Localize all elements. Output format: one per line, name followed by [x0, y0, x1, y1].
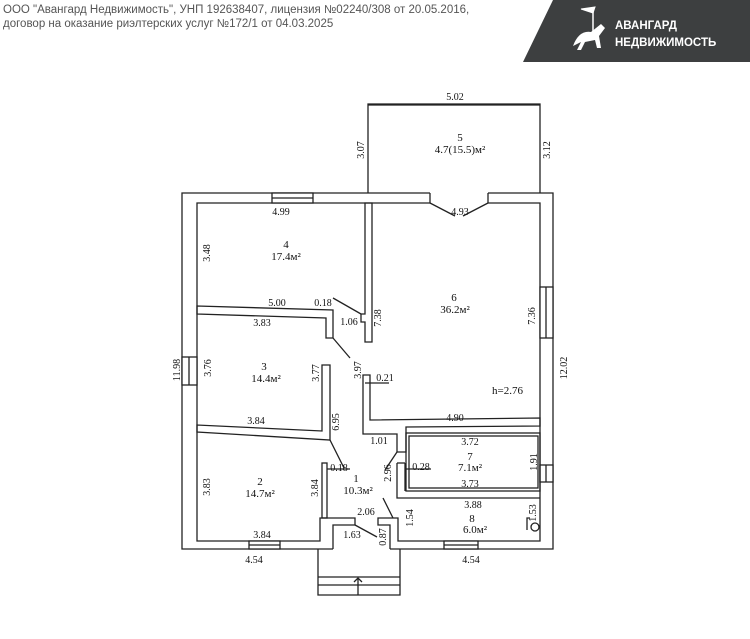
- dim-r3-top: 3.83: [253, 318, 271, 329]
- dim-terrace-top: 5.02: [446, 92, 464, 103]
- dim-r4-bottom: 5.00: [268, 298, 286, 309]
- room-5-area: 4.7(15.5)м²: [435, 144, 486, 156]
- dim-0-87: 0.87: [378, 528, 389, 546]
- room-4-area: 17.4м²: [271, 251, 301, 263]
- dim-0-18-a: 0.18: [314, 298, 332, 309]
- dim-bottom-left: 4.54: [245, 555, 263, 566]
- room-3-number: 3: [261, 361, 267, 373]
- dim-0-21: 0.21: [376, 373, 394, 384]
- knight-horse-icon: [573, 6, 605, 50]
- dim-overall-left: 11.98: [172, 359, 183, 381]
- dim-7-38: 7.38: [373, 309, 384, 327]
- room-3-area: 14.4м²: [251, 373, 281, 385]
- dim-0-18-b: 0.18: [330, 463, 348, 474]
- dim-r7-bottom: 3.73: [461, 479, 479, 490]
- dim-r7-right: 1.91: [529, 453, 540, 471]
- agency-license-line: ООО "Авангард Недвижимость", УНП 1926384…: [3, 4, 470, 16]
- agency-contract-line: договор на оказание риэлтерских услуг №1…: [3, 18, 334, 30]
- logo-line2: НЕДВИЖИМОСТЬ: [615, 37, 716, 49]
- dim-r6-right: 7.36: [527, 307, 538, 325]
- dim-1-06: 1.06: [340, 317, 358, 328]
- terrace-outline: [367, 103, 541, 193]
- dim-r2-right: 3.84: [310, 479, 321, 497]
- dim-terrace-right: 3.12: [542, 141, 553, 159]
- dim-bottom-right: 4.54: [462, 555, 480, 566]
- dimension-labels: 5.02 3.07 3.12 4.99 3.48 4.93 5.00 0.18 …: [172, 92, 570, 566]
- room-7-area: 7.1м²: [458, 462, 483, 474]
- dim-2-06: 2.06: [357, 507, 375, 518]
- dim-1-63: 1.63: [343, 530, 361, 541]
- dim-1-01: 1.01: [370, 436, 388, 447]
- dim-3-97: 3.97: [353, 361, 364, 379]
- dim-terrace-left: 3.07: [356, 141, 367, 159]
- dim-r4-left: 3.48: [202, 244, 213, 262]
- dim-r7-top: 3.72: [461, 437, 479, 448]
- dim-r3-bottom: 3.84: [247, 416, 265, 427]
- ceiling-height: h=2.76: [492, 385, 523, 397]
- walls: [181, 103, 554, 596]
- dim-r8-top: 3.88: [464, 500, 482, 511]
- dim-bay: 4.93: [451, 207, 469, 218]
- agency-logo: АВАНГАРД НЕДВИЖИМОСТЬ: [523, 0, 750, 62]
- dim-overall-right: 12.02: [559, 357, 570, 380]
- room-7-number: 7: [467, 451, 473, 463]
- room-1-area: 10.3м²: [343, 485, 373, 497]
- room-8-area: 6.0м²: [463, 524, 488, 536]
- dim-r3-right: 3.77: [311, 364, 322, 382]
- toilet-icon: [530, 522, 540, 532]
- room-6-area: 36.2м²: [440, 304, 470, 316]
- dim-r8-right: 1.53: [528, 504, 539, 522]
- dim-r2-left: 3.83: [202, 478, 213, 496]
- logo-line1: АВАНГАРД: [615, 20, 677, 32]
- room-1-number: 1: [353, 473, 359, 485]
- dim-2-96: 2.96: [383, 464, 394, 482]
- room-6-number: 6: [451, 292, 457, 304]
- room-labels: 1 10.3м² 2 14.7м² 3 14.4м² 4 17.4м² 5 4.…: [245, 132, 523, 536]
- dim-1-54: 1.54: [405, 509, 416, 527]
- room-5-number: 5: [457, 132, 463, 144]
- dim-r6-bottom: 4.90: [446, 413, 464, 424]
- dim-r4-top: 4.99: [272, 207, 290, 218]
- dim-0-28: 0.28: [412, 462, 430, 473]
- room-4-number: 4: [283, 239, 289, 251]
- dim-r3-left: 3.76: [203, 359, 214, 377]
- room-2-area: 14.7м²: [245, 488, 275, 500]
- agency-header: ООО "Авангард Недвижимость", УНП 1926384…: [3, 3, 469, 31]
- dim-r2-bottom: 3.84: [253, 530, 271, 541]
- dim-6-95: 6.95: [331, 413, 342, 431]
- room-8-number: 8: [469, 513, 475, 525]
- room-2-number: 2: [257, 476, 263, 488]
